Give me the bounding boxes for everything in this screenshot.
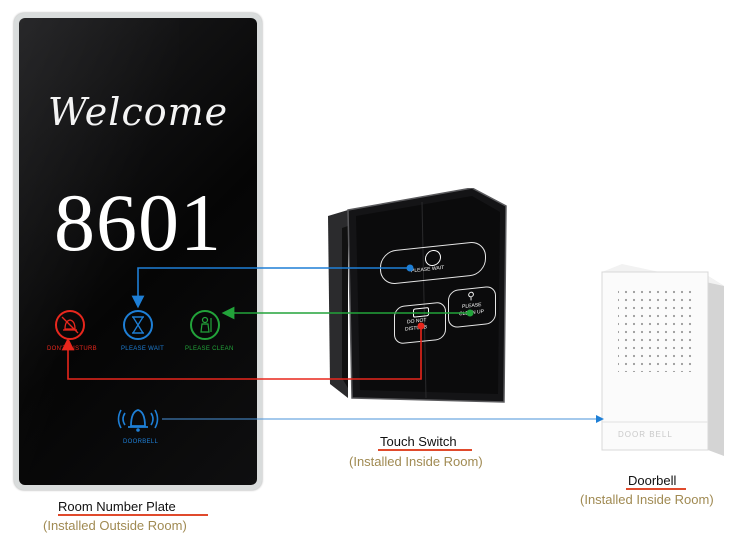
doorbell-caption-sub: (Installed Inside Room) bbox=[580, 492, 714, 507]
switch-caption-sub: (Installed Inside Room) bbox=[349, 454, 483, 469]
please-clean-icon bbox=[190, 310, 220, 340]
doorbell-device-label: DOOR BELL bbox=[618, 430, 673, 439]
doorbell-caption-title: Doorbell bbox=[628, 473, 677, 488]
please-wait-connector bbox=[131, 267, 410, 309]
plate-caption-underline bbox=[58, 514, 208, 516]
doorbell-device: DOOR BELL bbox=[598, 264, 734, 456]
doorbell-caption-underline bbox=[626, 488, 686, 490]
plate-caption-title: Room Number Plate bbox=[58, 499, 176, 514]
plate-caption-sub: (Installed Outside Room) bbox=[43, 518, 187, 533]
room-number-plate: Welcome 8601 DON'T DISTURB PLEASE WAIT P… bbox=[19, 18, 257, 485]
please-clean-dot bbox=[466, 309, 474, 317]
please-clean-label: PLEASE CLEAN bbox=[185, 346, 234, 352]
switch-caption-underline bbox=[378, 449, 472, 451]
dnd-connector bbox=[61, 326, 422, 380]
dnd-dot bbox=[417, 322, 425, 330]
please-wait-dot bbox=[406, 264, 414, 272]
switch-caption-title: Touch Switch bbox=[380, 434, 457, 449]
touch-switch: PLEASE WAIT DO NOT DISTURB ⚲ PLEASE CLEA… bbox=[322, 187, 512, 418]
